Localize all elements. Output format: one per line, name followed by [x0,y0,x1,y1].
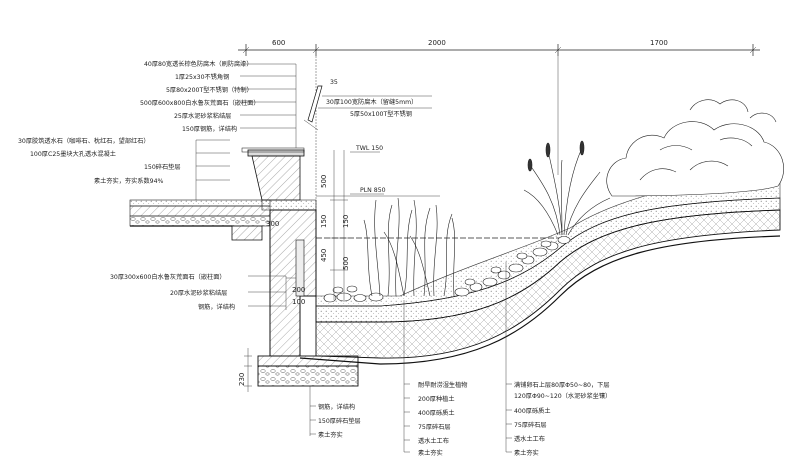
callouts-bottom-b: 耐旱耐涝湿生植物 200厚种植土 400厚砾质土 75厚碎石层 透水土工布 素土… [403,300,468,457]
level-pln: PLN 850 [360,187,386,194]
callouts-bottom-c: 满铺卵石上层80厚Φ50~80，下层 120厚Φ90~120（水泥砂浆坐镶） 4… [505,262,611,457]
vdim-150a: 150 [320,215,328,228]
levels: TWL 150 PLN 850 [350,145,386,195]
dimension-line-top: 600 2000 1700 [238,39,760,56]
pond-section [299,169,781,365]
label-angle-steel: 1厚25x30不锈角钢 [175,73,229,81]
callouts-deck: 30厚100宽防腐木（留缝5mm） 5厚50x100T型不锈钢 35 [318,79,432,118]
label-granite-face: 30厚300x600白水鲁灰荒面石（嵌柱面） [110,273,226,281]
shrub-mass [606,99,784,197]
label-mortar-face: 20厚水泥砂浆粘结层 [170,289,227,297]
label-rebar-wall: 钢筋，详结构 [198,303,235,311]
dim-2000: 2000 [428,39,446,47]
vertical-dimensions: 500 150 450 150 500 300 200 100 230 [238,150,350,392]
label-gravel-75-c: 75厚碎石层 [514,421,547,429]
label-gravel-footing: 150厚碎石垫层 [318,417,361,425]
level-twl: TWL 150 [355,145,383,152]
label-gravelly-soil: 400厚砾质土 [418,409,455,417]
reed-plants [363,197,456,297]
hdim-300: 300 [266,220,279,228]
label-geotextile: 透水土工布 [418,437,449,445]
vdim-500b: 500 [342,257,350,270]
vdim-150b: 150 [342,215,350,228]
label-gravel-base: 150碎石垫层 [144,163,181,171]
label-gravelly-soil-c: 400厚砾质土 [514,407,551,415]
vdim-230: 230 [238,373,246,386]
callouts-left-low: 30厚300x600白水鲁灰荒面石（嵌柱面） 20厚水泥砂浆粘结层 钢筋，详结构 [110,273,235,311]
label-permeable-concrete: 100厚C25墨块大孔透水混凝土 [30,150,116,158]
label-pebble-top: 满铺卵石上层80厚Φ50~80，下层 [514,381,610,389]
ornamental-grass [523,140,611,236]
label-geotextile-c: 透水土工布 [514,435,545,443]
label-rebar-top: 150厚钢筋，详结构 [182,125,237,133]
callouts-left-top: 40厚80宽透长棕色防腐木（刷防腐漆） 1厚25x30不锈角钢 5厚80x200… [140,60,260,133]
hdim-100: 100 [292,298,305,306]
label-soil-footing: 素土夯实 [318,431,343,439]
label-deck-steel: 5厚50x100T型不锈钢 [350,110,412,118]
label-wood-cap: 40厚80宽透长棕色防腐木（刷防腐漆） [144,60,253,68]
hdim-200: 200 [292,286,305,294]
label-deck-board: 30厚100宽防腐木（留缝5mm） [326,98,417,106]
label-permeable-stone: 30厚胶筑透水石（咖啡石、枕红石，望部红石） [18,137,150,145]
label-granite-cap: 500厚600x800白水鲁灰荒面石（嵌柱面） [140,99,260,107]
dim-600: 600 [272,39,285,47]
retaining-wall [231,85,359,387]
paving-left [129,199,271,227]
label-soil-compacted: 素土夯实 [418,449,443,457]
callouts-left-mid: 30厚胶筑透水石（咖啡石、枕红石，望部红石） 100厚C25墨块大孔透水混凝土 … [18,137,181,185]
label-dim-slant: 35 [330,79,338,86]
label-planting-soil: 200厚种植土 [418,395,455,403]
vdim-450: 450 [320,249,328,262]
label-compacted-soil: 素土夯实，夯实系数94% [94,177,164,185]
vdim-500a: 500 [320,175,328,188]
label-soil-c: 素土夯实 [514,449,539,457]
leaders-left [195,63,297,310]
dim-1700: 1700 [650,39,668,47]
label-pebble-bottom: 120厚Φ90~120（水泥砂浆坐镶） [514,392,611,400]
label-wetland-plants: 耐旱耐涝湿生植物 [418,381,468,389]
callouts-bottom-a: 钢筋，详结构 150厚碎石垫层 素土夯实 [309,386,361,439]
label-gravel-75: 75厚碎石层 [418,423,451,431]
label-mortar-bed: 25厚水泥砂浆粘结层 [174,112,231,120]
label-rebar-footing: 钢筋，详结构 [318,403,355,411]
label-t-steel: 5厚80x200T型不锈钢（特制） [166,86,253,94]
